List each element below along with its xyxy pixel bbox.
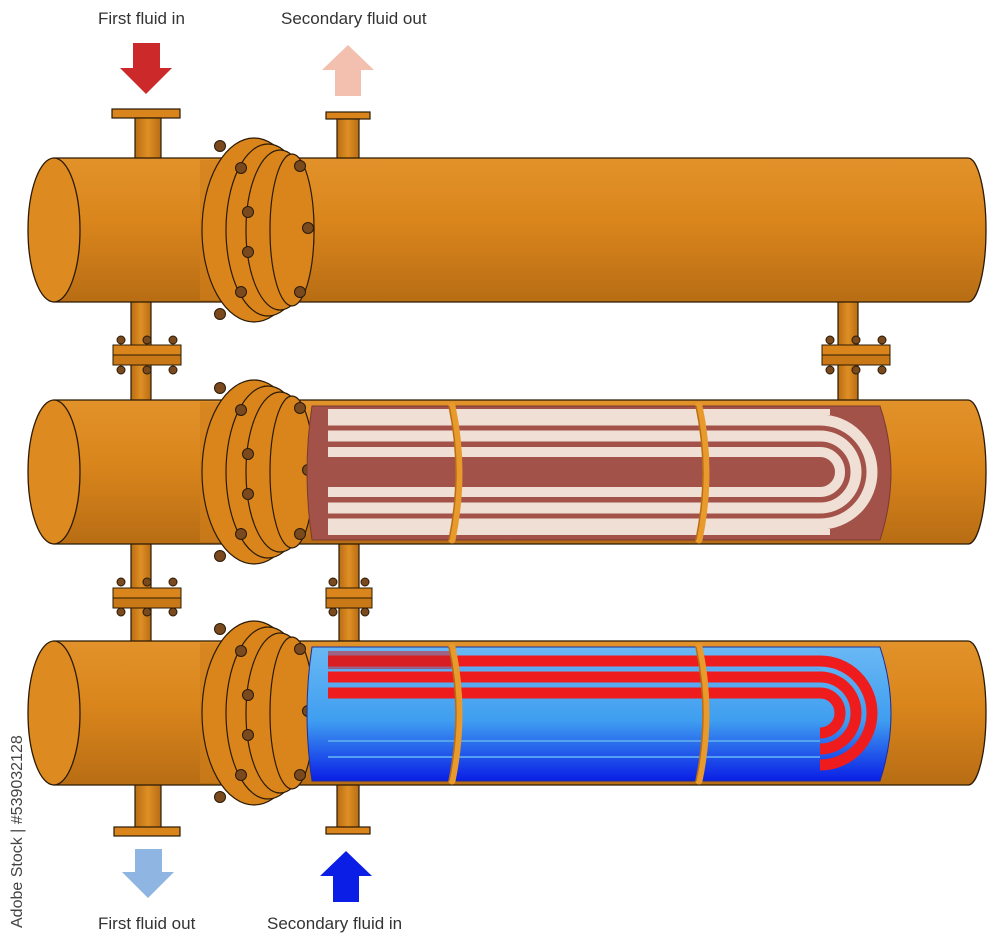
secondary-fluid-out-arrow bbox=[322, 45, 374, 96]
main-flange bbox=[202, 621, 314, 805]
shell-end-cap bbox=[28, 641, 80, 785]
flange-bolt bbox=[295, 529, 306, 540]
shell-end-cap bbox=[28, 158, 80, 302]
flange-bolt bbox=[295, 770, 306, 781]
flange-bolt bbox=[236, 405, 247, 416]
flange-bolt bbox=[215, 141, 226, 152]
flange-bolt bbox=[243, 730, 254, 741]
main-flange bbox=[202, 380, 314, 564]
secondary-fluid-in-label: Secondary fluid in bbox=[267, 914, 402, 934]
flange-bolt bbox=[295, 644, 306, 655]
flange-bolt bbox=[295, 403, 306, 414]
connector-flange bbox=[113, 578, 181, 616]
flange-bolt bbox=[215, 792, 226, 803]
flange-bolt bbox=[243, 489, 254, 500]
connector-flange bbox=[822, 336, 890, 374]
main-flange bbox=[202, 138, 314, 322]
first-fluid-in-arrow bbox=[120, 43, 172, 94]
stock-credit-text: Adobe Stock | #539032128 bbox=[9, 735, 27, 928]
flange-bolt bbox=[236, 770, 247, 781]
flange-bolt bbox=[236, 287, 247, 298]
flange-bolt bbox=[236, 163, 247, 174]
flange-bolt bbox=[236, 529, 247, 540]
flange-bolt bbox=[215, 551, 226, 562]
first-fluid-out-arrow bbox=[122, 849, 174, 898]
cutaway-interior bbox=[307, 647, 891, 781]
flange-bolt bbox=[295, 287, 306, 298]
first-fluid-in-label: First fluid in bbox=[98, 9, 185, 29]
flange-bolt bbox=[243, 247, 254, 258]
first-fluid-out-label: First fluid out bbox=[98, 914, 195, 934]
flange-bolt bbox=[243, 690, 254, 701]
secondary-fluid-in-arrow bbox=[320, 851, 372, 902]
shell-body bbox=[54, 158, 986, 302]
middle-exchanger bbox=[28, 380, 986, 564]
flange-bolt bbox=[243, 207, 254, 218]
secondary-fluid-out-label: Secondary fluid out bbox=[281, 9, 427, 29]
flange-bolt bbox=[215, 624, 226, 635]
cutaway-interior bbox=[307, 406, 891, 540]
flange-bolt bbox=[295, 161, 306, 172]
connector-flange bbox=[113, 336, 181, 374]
top-exchanger bbox=[28, 138, 986, 322]
shell-end-cap bbox=[28, 400, 80, 544]
flange-bolt bbox=[215, 309, 226, 320]
flange-bolt bbox=[215, 383, 226, 394]
flange-bolt bbox=[236, 646, 247, 657]
flange-bolt bbox=[243, 449, 254, 460]
flange-bolt bbox=[303, 223, 314, 234]
bottom-exchanger bbox=[28, 621, 986, 805]
